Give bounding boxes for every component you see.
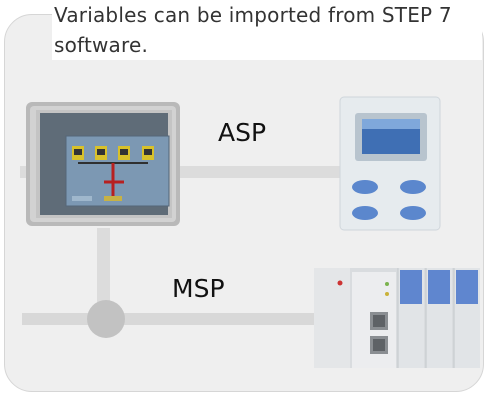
msp-label: MSP — [172, 274, 225, 303]
caption-text: Variables can be imported from STEP 7 so… — [52, 0, 482, 60]
msp-wire — [22, 313, 317, 325]
asp-label: ASP — [218, 118, 267, 147]
drop-wire — [97, 228, 110, 320]
msp-device-icon — [314, 268, 480, 368]
junction-node — [87, 300, 125, 338]
hmi-panel-icon — [26, 102, 180, 226]
asp-device-icon — [339, 96, 441, 231]
